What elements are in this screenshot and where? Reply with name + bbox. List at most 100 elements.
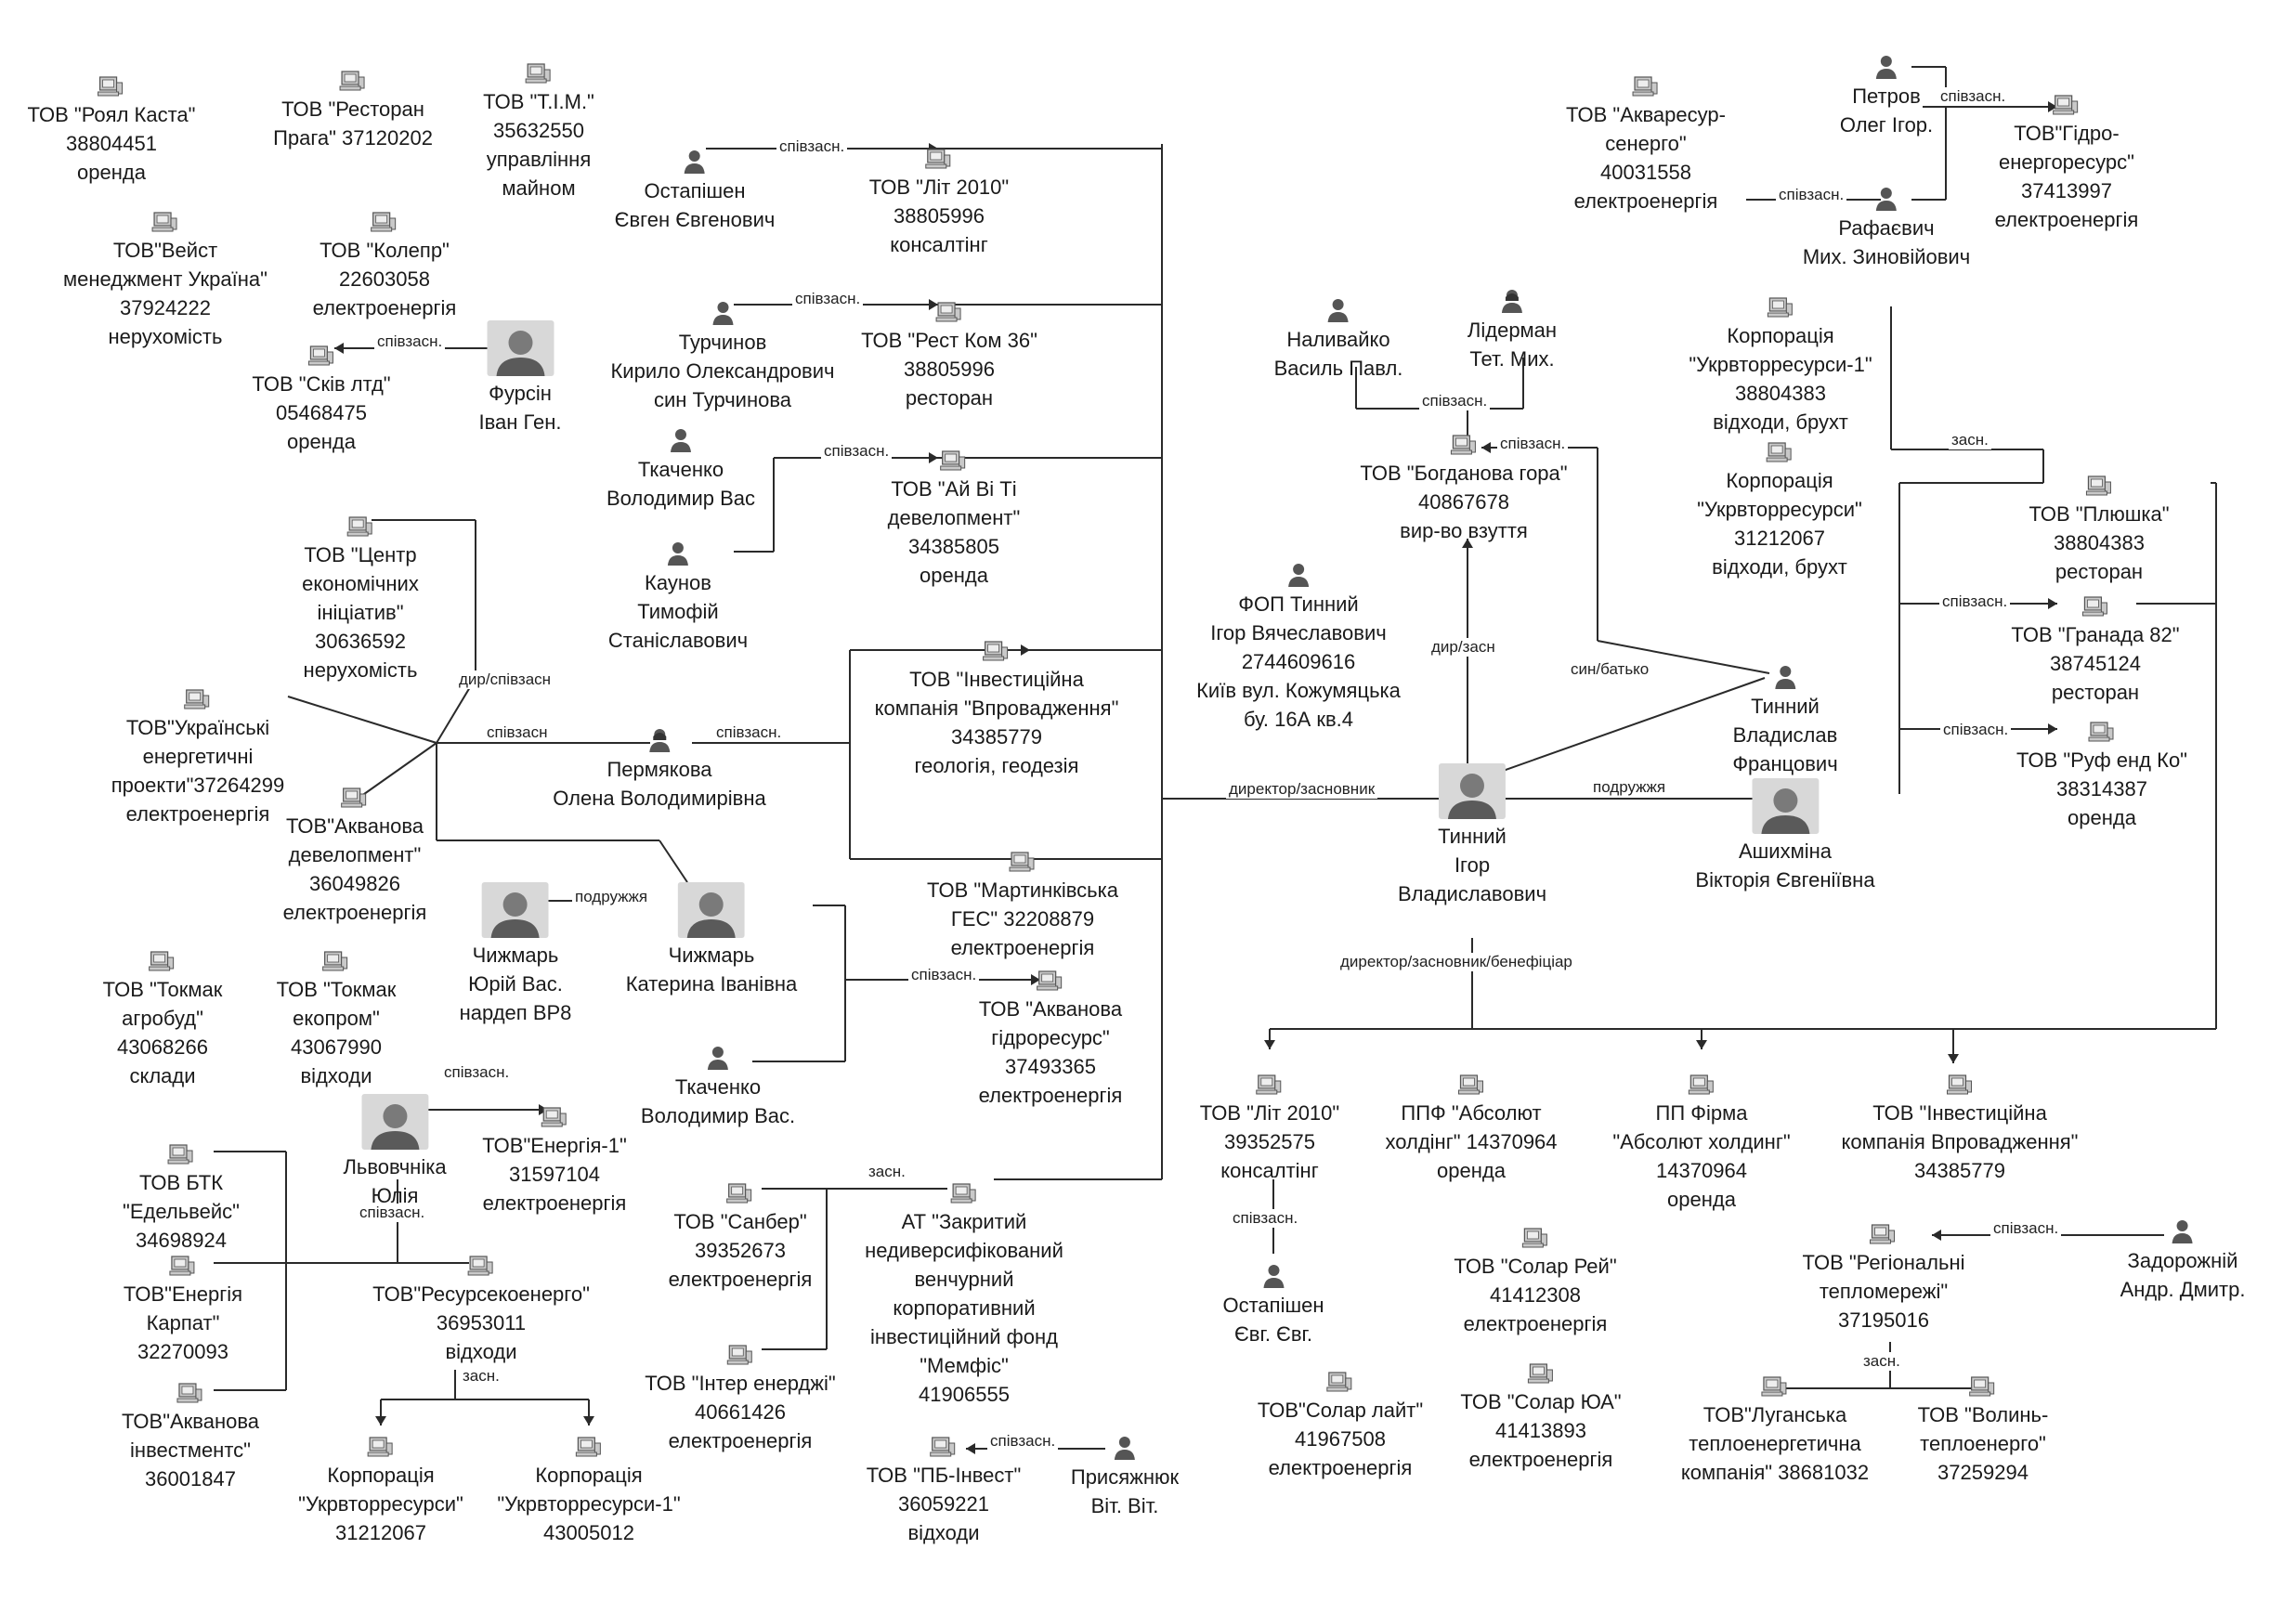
company-icon <box>1969 1376 1995 1397</box>
node-text-line: 34385779 <box>951 725 1042 748</box>
company-icon <box>322 951 348 971</box>
node-text-line: Владиславович <box>1397 882 1547 905</box>
node-text-line: Володимир Вас. <box>640 1104 796 1127</box>
node-text-line: 31212067 <box>1734 527 1825 550</box>
edge-label: співзасн. <box>821 442 893 461</box>
node-text-line: Іван Ген. <box>478 410 562 434</box>
node-text-line: ТОВ "Солар ЮА" <box>1460 1390 1622 1413</box>
node-text-line: холдінг" 14370964 <box>1385 1130 1558 1153</box>
node-text-line: Катерина Іванівна <box>625 972 798 996</box>
company-icon <box>184 689 210 709</box>
node-text-line: 34698924 <box>136 1229 227 1252</box>
company-icon <box>1527 1363 1553 1384</box>
node-text-line: 34385779 <box>1914 1159 2005 1182</box>
arrowhead <box>2048 723 2057 735</box>
company-icon <box>1256 1074 1282 1095</box>
arrowhead <box>1462 539 1473 548</box>
node-text-line: електроенергія <box>978 1084 1123 1107</box>
node-text-line: ТОВ "Колепр" <box>320 239 450 262</box>
node-text-line: ТОВ "Богданова гора" <box>1360 462 1568 485</box>
edge-label: подружжя <box>1590 778 1669 797</box>
node-text-line: ТОВ "Т.І.М." <box>483 90 594 113</box>
node-text-line: ТОВ "Плюшка" <box>2029 502 2170 526</box>
node-text-line: ТОВ "Ресторан <box>281 98 424 121</box>
node-text-line: 36049826 <box>309 872 400 895</box>
company-icon <box>341 787 367 808</box>
node-text-line: відходи <box>445 1340 517 1363</box>
person-icon <box>1876 188 1897 211</box>
node-text-line: агробуд" <box>122 1007 203 1030</box>
node-text-line: Львовчніка <box>343 1155 447 1178</box>
edge-label: засн. <box>460 1367 502 1386</box>
node-text-line: 36953011 <box>436 1311 527 1334</box>
node-text-line: ТОВ "ПБ-Інвест" <box>866 1464 1022 1487</box>
company-icon <box>1457 1074 1483 1095</box>
node-text-line: ТОВ"Гідро- <box>2014 122 2120 145</box>
node-text-line: 39352575 <box>1224 1130 1315 1153</box>
node-text-line: Юлія <box>371 1184 419 1207</box>
node-text-line: Тет. Мих. <box>1469 347 1555 371</box>
node-text-line: електроенергія <box>1463 1312 1608 1335</box>
edge-label: співзасн. <box>792 290 864 308</box>
company-icon <box>950 1183 976 1204</box>
node-text-line: Вікторія Євгеніївна <box>1695 868 1875 892</box>
edge <box>357 742 437 800</box>
node-text-line: майном <box>502 176 576 200</box>
person-icon <box>1327 299 1349 322</box>
node-text-line: ТОВ"Акванова <box>121 1410 260 1433</box>
person-icon <box>1115 1437 1135 1460</box>
node-text-line: 41412308 <box>1490 1283 1581 1307</box>
arrowhead <box>1932 1230 1941 1241</box>
node-text-line: ресторан <box>2051 681 2140 704</box>
edge-label: дир/засн <box>1428 638 1498 657</box>
node-text-line: менеджмент Україна" <box>63 267 267 291</box>
edge-label: директор/засновник <box>1226 780 1378 799</box>
node-text-line: Ашихміна <box>1738 840 1832 863</box>
company-icon <box>1946 1074 1972 1095</box>
node-text-line: ресторан <box>905 386 994 410</box>
node-text-line: ТОВ "Мартинківська <box>927 879 1118 902</box>
node-text-line: 2744609616 <box>1241 650 1356 673</box>
node-text-line: ТОВ"Луганська <box>1702 1403 1847 1426</box>
node-text-line: управління <box>486 148 592 171</box>
node-text-line: проекти"37264299 <box>111 774 285 797</box>
node-text-line: Євген Євгенович <box>614 208 776 231</box>
node-text-line: Чижмарь <box>668 944 755 967</box>
company-icon <box>930 1437 956 1457</box>
node-text-line: ТОВ"Українські <box>125 716 270 739</box>
node-text-line: ТОВ "Токмак <box>276 978 397 1001</box>
node-text-line: нерухомість <box>303 658 418 682</box>
arrowhead <box>929 452 938 463</box>
node-text-line: ТОВ "Роял Каста" <box>27 103 196 126</box>
node-text-line: Ігор Вячеславович <box>1210 621 1387 644</box>
edge-label: співзасн. <box>1939 592 2011 611</box>
arrowhead <box>929 299 938 310</box>
edge-label: співзасн. <box>374 332 446 351</box>
edge-label: син/батько <box>1568 660 1652 679</box>
node-text-line: Фурсін <box>489 382 552 405</box>
company-icon <box>525 63 551 84</box>
node-text-line: 37413997 <box>2021 179 2112 202</box>
person-icon <box>668 542 688 566</box>
company-icon <box>98 76 124 97</box>
company-icon <box>541 1107 567 1127</box>
company-icon <box>726 1345 752 1365</box>
